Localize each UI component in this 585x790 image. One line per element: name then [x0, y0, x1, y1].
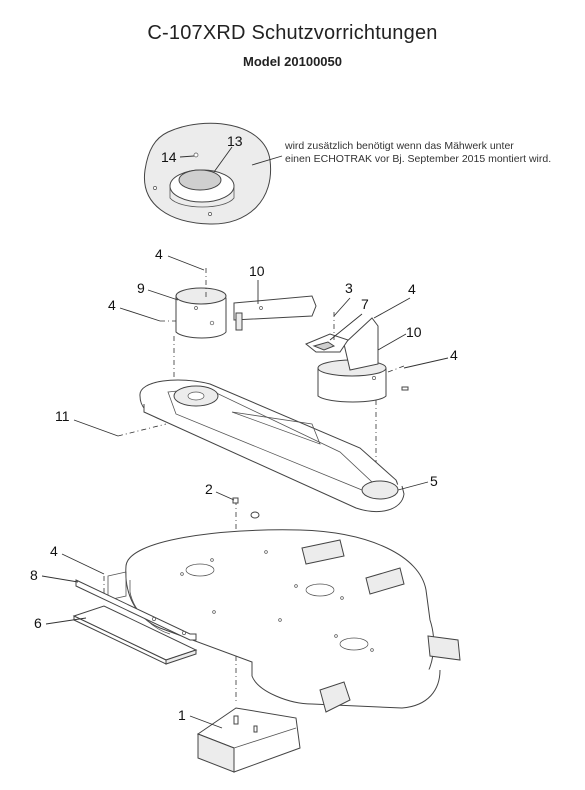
callout-8-label: 8	[30, 567, 38, 583]
note-line-2: einen ECHOTRAK vor Bj. September 2015 mo…	[285, 153, 552, 165]
callout-4-right: 4	[403, 347, 458, 369]
callout-10-right: 10	[377, 324, 422, 351]
callout-7: 7	[329, 296, 369, 341]
callout-14-label: 14	[161, 149, 177, 165]
left-chute-guard	[175, 287, 227, 339]
callout-13-label: 13	[227, 133, 243, 149]
callout-13: 13	[227, 133, 243, 149]
callout-1-label: 1	[178, 707, 186, 723]
callout-3: 3	[333, 280, 353, 317]
callout-4a-label: 4	[155, 246, 163, 262]
callout-4-top-left: 4	[155, 246, 205, 271]
callout-5-label: 5	[430, 473, 438, 489]
callout-1: 1	[178, 707, 223, 729]
callout-7-label: 7	[361, 296, 369, 312]
callout-4-top-right: 4	[373, 281, 416, 319]
callout-8: 8	[30, 567, 79, 583]
note-line-1: wird zusätzlich benötigt wenn das Mähwer…	[285, 140, 514, 152]
callout-3-label: 3	[345, 280, 353, 296]
retaining-bar-8	[75, 579, 197, 641]
callout-4b-label: 4	[108, 297, 116, 313]
callout-11: 11	[55, 408, 119, 437]
nut-2	[250, 511, 260, 519]
model-number: Model 20100050	[242, 54, 342, 69]
callout-4c-label: 4	[408, 281, 416, 297]
callout-2: 2	[205, 481, 235, 501]
callout-6: 6	[34, 615, 87, 631]
callout-9-label: 9	[137, 280, 145, 296]
bolt-2	[232, 497, 239, 504]
installation-note: wird zusätzlich benötigt wenn das Mähwer…	[285, 140, 551, 166]
callout-9: 9	[137, 280, 179, 301]
callout-4-left: 4	[108, 297, 161, 322]
bracket-part-7	[305, 333, 349, 353]
note-leader-line	[251, 155, 283, 166]
page-title: C-107XRD Schutzvorrichtungen	[147, 22, 438, 44]
belt-cover	[139, 379, 405, 512]
callout-4d-label: 4	[450, 347, 458, 363]
callout-4e-label: 4	[50, 543, 58, 559]
callout-4-lower: 4	[50, 543, 105, 575]
callout-14: 14	[161, 149, 177, 165]
leader-13	[213, 146, 233, 173]
callout-10b-label: 10	[406, 324, 422, 340]
guard-plate-6	[72, 605, 198, 665]
mower-deck	[107, 529, 461, 713]
left-deflector-plate	[233, 295, 317, 331]
bottom-shield-1	[196, 707, 301, 773]
detail-cover-plate	[143, 122, 272, 225]
callout-10a-label: 10	[249, 263, 265, 279]
leader-14	[179, 155, 195, 158]
small-nut	[401, 386, 409, 391]
axis-bolt-11	[117, 423, 167, 437]
callout-11-label: 11	[55, 408, 70, 424]
callout-2-label: 2	[205, 481, 213, 497]
axis-bolt-right-side	[387, 365, 405, 373]
callout-6-label: 6	[34, 615, 42, 631]
callout-10-left: 10	[249, 263, 265, 304]
right-deflector-plate	[343, 317, 379, 371]
callout-5: 5	[397, 473, 438, 491]
